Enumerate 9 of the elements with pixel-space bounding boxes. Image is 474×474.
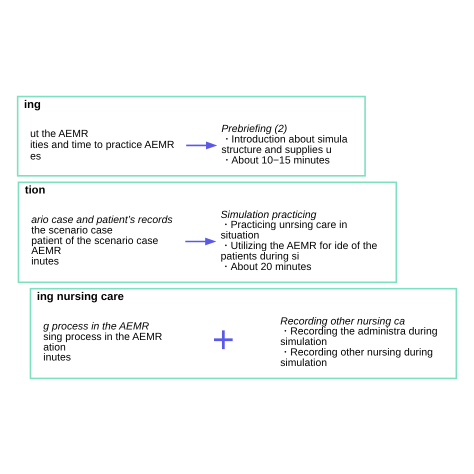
arrow [185,237,216,245]
node-text: Prebriefing (2) ・Introduction about simula structure and supplies u ・About 10−15 minutes [221,124,348,166]
node-text: Simulation practicing ・Practicing unrsing care in situation ・Utilizing the AEMR for ide of the patients during si ・About 20 minutes [220,209,378,272]
node-text: ario case and patient’s records the scenario case patient of the scenario case AEMR inutes [31,214,173,268]
node-text: Recording other nursing ca ・Recording the administra during simulation ・Recording other nursing during simulation [280,316,438,368]
label: + [212,318,235,361]
arrow [186,141,218,149]
node-text: g process in the AEMR sing process in the AEMR ation inutes [43,320,162,364]
node-text: ut the AEMR ities and time to practice AEMR es [30,128,174,162]
